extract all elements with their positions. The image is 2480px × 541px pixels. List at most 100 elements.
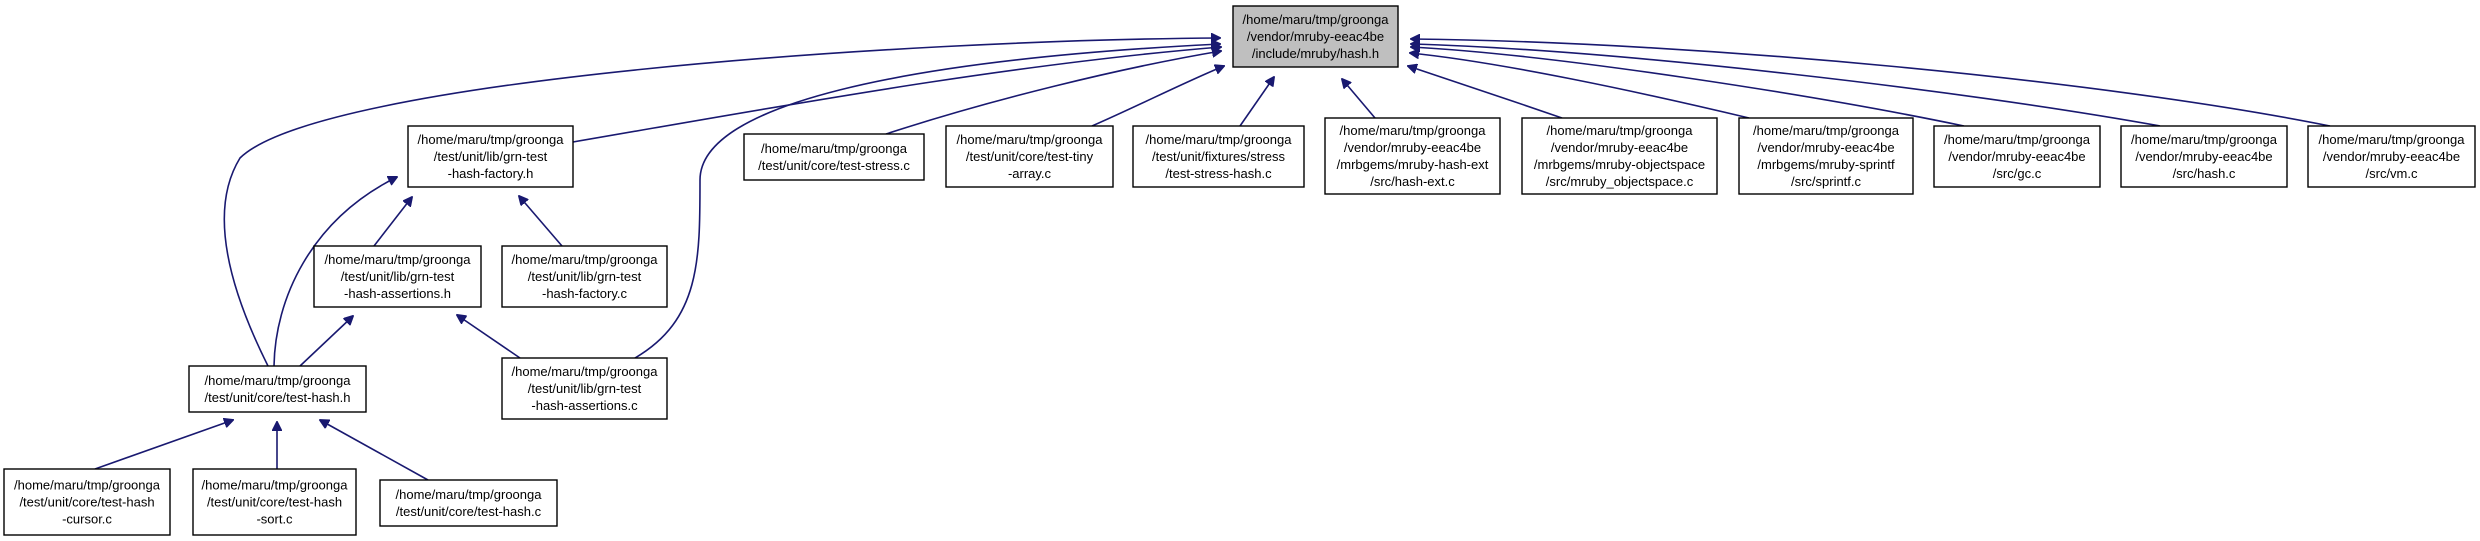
node-label-line: -hash-factory.c [542,286,628,301]
node-box [379,479,558,527]
node-label-line: /include/mruby/hash.h [1252,46,1379,61]
node-label-line: /mrbgems/mruby-objectspace [1534,157,1705,172]
edge-mruby-objectspace-c-to-mruby-hash-h [1408,66,1563,119]
edge-sprintf-c-to-mruby-hash-h [1410,53,1750,119]
node-box [313,245,482,308]
edge-test-stress-c-to-mruby-hash-h [885,51,1221,135]
file-node-vm-c[interactable]: /home/maru/tmp/groonga/vendor/mruby-eeac… [2307,125,2476,188]
edge-gc-c-to-mruby-hash-h [1411,47,1965,127]
node-label-line: /test/unit/core/test-stress.c [758,158,910,173]
node-label-line: /test/unit/core/test-hash [207,495,342,510]
node-label-line: /test/unit/lib/grn-test [434,149,548,164]
node-label-line: -cursor.c [62,512,112,527]
node-box [192,468,357,536]
node-label-line: -hash-assertions.h [344,286,451,301]
node-label-line: /src/vm.c [2366,166,2418,181]
node-box [407,125,574,188]
edge-test-hash-cursor-c-to-test-hash-h [94,420,233,470]
node-label-line: /src/sprintf.c [1791,174,1862,189]
node-box [501,245,668,308]
node-label-line: /home/maru/tmp/groonga [1243,12,1390,27]
file-node-test-hash-sort-c[interactable]: /home/maru/tmp/groonga/test/unit/core/te… [192,468,357,536]
node-label-line: /home/maru/tmp/groonga [512,252,659,267]
node-box [1521,117,1718,195]
node-label-line: /home/maru/tmp/groonga [1944,132,2091,147]
node-label-line: /vendor/mruby-eeac4be [1344,140,1481,155]
node-label-line: /test/unit/lib/grn-test [528,269,642,284]
file-node-test-hash-cursor-c[interactable]: /home/maru/tmp/groonga/test/unit/core/te… [3,468,171,536]
edge-grn-test-hash-assertions-c-to-grn-test-hash-assertions-h [457,315,521,359]
node-box [743,133,925,181]
node-label-line: /home/maru/tmp/groonga [2131,132,2278,147]
node-label-line: /home/maru/tmp/groonga [957,132,1104,147]
node-label-line: /test/unit/core/test-tiny [966,149,1094,164]
edge-hash-c-to-mruby-hash-h [1411,44,2161,127]
node-box [3,468,171,536]
edge-vm-c-to-mruby-hash-h [1411,39,2331,127]
file-node-test-stress-hash-c[interactable]: /home/maru/tmp/groonga/test/unit/fixture… [1132,125,1305,188]
edge-grn-test-hash-assertions-c-to-mruby-hash-h [634,44,1220,359]
root-node-mruby-hash-h[interactable]: /home/maru/tmp/groonga/vendor/mruby-eeac… [1232,5,1399,68]
node-label-line: /home/maru/tmp/groonga [1340,123,1487,138]
node-label-line: /home/maru/tmp/groonga [1547,123,1694,138]
node-label-line: /home/maru/tmp/groonga [761,141,908,156]
edge-test-stress-hash-c-to-mruby-hash-h [1239,77,1274,127]
edge-grn-test-hash-factory-c-to-grn-test-hash-factory-h [519,196,563,247]
node-label-line: -hash-factory.h [448,166,534,181]
node-label-line: /vendor/mruby-eeac4be [1247,29,1384,44]
edge-test-hash-h-to-grn-test-hash-assertions-h [299,316,353,367]
node-label-line: /test/unit/core/test-hash [19,495,154,510]
node-box [2307,125,2476,188]
edge-test-hash-h-to-mruby-hash-h [223,38,1220,367]
node-label-line: /home/maru/tmp/groonga [202,478,349,493]
file-nodes: /home/maru/tmp/groonga/vendor/mruby-eeac… [3,5,2476,536]
file-node-grn-test-hash-assertions-c[interactable]: /home/maru/tmp/groonga/test/unit/lib/grn… [501,357,668,420]
node-box [1738,117,1914,195]
node-label-line: /home/maru/tmp/groonga [1753,123,1900,138]
file-node-sprintf-c[interactable]: /home/maru/tmp/groonga/vendor/mruby-eeac… [1738,117,1914,195]
file-node-gc-c[interactable]: /home/maru/tmp/groonga/vendor/mruby-eeac… [1933,125,2101,188]
file-node-grn-test-hash-factory-h[interactable]: /home/maru/tmp/groonga/test/unit/lib/grn… [407,125,574,188]
node-label-line: /home/maru/tmp/groonga [418,132,565,147]
node-label-line: /home/maru/tmp/groonga [512,364,659,379]
file-node-grn-test-hash-assertions-h[interactable]: /home/maru/tmp/groonga/test/unit/lib/grn… [313,245,482,308]
node-label-line: /home/maru/tmp/groonga [2319,132,2466,147]
node-box [2120,125,2288,188]
node-label-line: /home/maru/tmp/groonga [14,478,161,493]
node-label-line: -sort.c [256,512,293,527]
node-label-line: /vendor/mruby-eeac4be [2323,149,2460,164]
node-label-line: /vendor/mruby-eeac4be [2135,149,2272,164]
node-label-line: /home/maru/tmp/groonga [325,252,472,267]
node-box [188,365,367,413]
dependency-edges [94,38,2331,481]
node-box [1232,5,1399,68]
node-box [1132,125,1305,188]
file-node-test-hash-h[interactable]: /home/maru/tmp/groonga/test/unit/core/te… [188,365,367,413]
file-node-hash-c[interactable]: /home/maru/tmp/groonga/vendor/mruby-eeac… [2120,125,2288,188]
node-label-line: /vendor/mruby-eeac4be [1551,140,1688,155]
node-label-line: /test/unit/core/test-hash.c [396,504,542,519]
edge-test-tiny-array-c-to-mruby-hash-h [1091,66,1224,127]
node-label-line: /home/maru/tmp/groonga [205,373,352,388]
node-label-line: /vendor/mruby-eeac4be [1757,140,1894,155]
node-label-line: /src/mruby_objectspace.c [1546,174,1694,189]
node-label-line: /test-stress-hash.c [1165,166,1272,181]
edge-grn-test-hash-assertions-h-to-grn-test-hash-factory-h [373,197,412,247]
node-box [945,125,1114,188]
file-node-grn-test-hash-factory-c[interactable]: /home/maru/tmp/groonga/test/unit/lib/grn… [501,245,668,308]
node-label-line: /src/gc.c [1993,166,2042,181]
node-label-line: /mrbgems/mruby-sprintf [1757,157,1895,172]
node-box [501,357,668,420]
node-label-line: /vendor/mruby-eeac4be [1948,149,2085,164]
file-node-mruby-objectspace-c[interactable]: /home/maru/tmp/groonga/vendor/mruby-eeac… [1521,117,1718,195]
node-label-line: /test/unit/lib/grn-test [528,381,642,396]
node-label-line: /mrbgems/mruby-hash-ext [1337,157,1489,172]
node-label-line: /test/unit/fixtures/stress [1152,149,1285,164]
file-node-test-hash-c[interactable]: /home/maru/tmp/groonga/test/unit/core/te… [379,479,558,527]
file-node-test-tiny-array-c[interactable]: /home/maru/tmp/groonga/test/unit/core/te… [945,125,1114,188]
edge-hash-ext-c-to-mruby-hash-h [1342,79,1376,119]
node-label-line: /home/maru/tmp/groonga [396,487,543,502]
file-node-test-stress-c[interactable]: /home/maru/tmp/groonga/test/unit/core/te… [743,133,925,181]
node-label-line: /home/maru/tmp/groonga [1146,132,1293,147]
file-node-hash-ext-c[interactable]: /home/maru/tmp/groonga/vendor/mruby-eeac… [1324,117,1501,195]
